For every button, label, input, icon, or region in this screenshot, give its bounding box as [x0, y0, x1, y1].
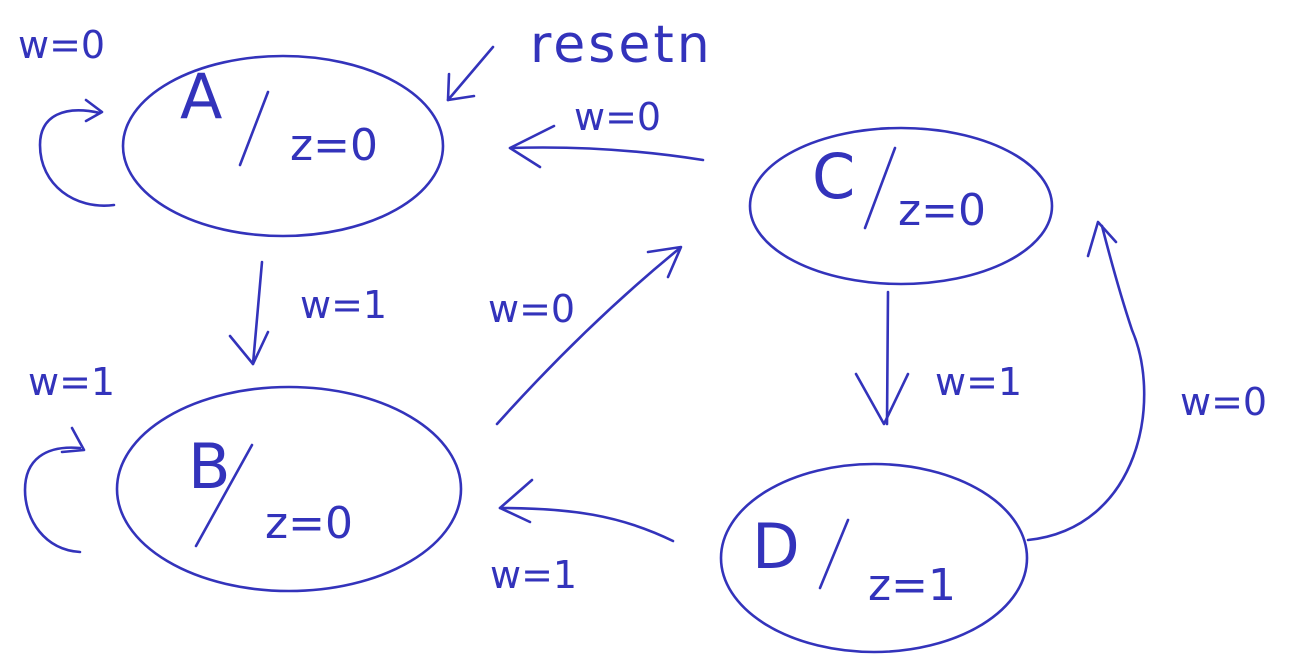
- d-to-b-line: [498, 506, 675, 543]
- state-c: C z=0: [748, 126, 1054, 286]
- c-to-d-head: [854, 372, 910, 426]
- transition-b-self: w=1: [23, 360, 115, 554]
- transition-a-self: w=0: [18, 23, 116, 207]
- transition-b-to-c: w=0: [488, 245, 683, 426]
- state-d: D z=1: [719, 462, 1029, 654]
- state-a-slash: [238, 90, 270, 167]
- state-b: B z=0: [115, 385, 463, 593]
- a-to-b-head: [228, 330, 270, 366]
- state-a-output: z=0: [290, 120, 378, 171]
- state-a-name: A: [180, 60, 222, 133]
- c-to-d-line: [885, 290, 890, 426]
- state-d-name: D: [752, 510, 800, 583]
- d-to-c-head: [1086, 220, 1118, 258]
- b-to-c-line: [495, 246, 682, 426]
- state-b-name: B: [188, 430, 231, 503]
- state-a-circle: [121, 54, 445, 238]
- a-self-label: w=0: [18, 23, 105, 67]
- transition-a-to-b: w=1: [228, 260, 387, 366]
- state-d-slash: [818, 518, 850, 590]
- state-a: A z=0: [121, 54, 445, 238]
- b-self-loop: [23, 446, 82, 554]
- c-to-d-label: w=1: [935, 360, 1022, 404]
- reset-arrow: resetn: [446, 15, 713, 102]
- transition-d-to-b: w=1: [490, 478, 675, 597]
- reset-label: resetn: [530, 15, 713, 75]
- c-to-a-label: w=0: [574, 95, 661, 139]
- d-to-b-head: [498, 478, 534, 524]
- c-to-a-line: [508, 146, 705, 162]
- a-self-loop-head: [84, 98, 104, 123]
- state-c-output: z=0: [898, 185, 986, 236]
- transition-c-to-a: w=0: [508, 95, 705, 169]
- state-d-circle: [719, 462, 1029, 654]
- state-d-output: z=1: [868, 560, 956, 611]
- state-b-circle: [115, 385, 463, 593]
- a-self-loop: [38, 109, 116, 207]
- transition-c-to-d: w=1: [854, 290, 1022, 426]
- d-to-b-label: w=1: [490, 553, 577, 597]
- a-to-b-label: w=1: [300, 283, 387, 327]
- state-b-slash: [194, 443, 254, 548]
- b-self-loop-head: [60, 426, 86, 454]
- a-to-b-line: [251, 260, 264, 366]
- transition-d-to-c: w=0: [1026, 220, 1267, 542]
- c-to-a-head: [508, 124, 556, 169]
- b-self-label: w=1: [28, 360, 115, 404]
- state-c-name: C: [812, 140, 855, 213]
- b-to-c-label: w=0: [488, 287, 575, 331]
- reset-arrow-head: [446, 72, 476, 102]
- d-to-c-label: w=0: [1180, 380, 1267, 424]
- d-to-c-line: [1026, 224, 1146, 542]
- state-b-output: z=0: [265, 498, 353, 549]
- state-c-circle: [748, 126, 1054, 286]
- state-c-slash: [863, 146, 897, 230]
- b-to-c-head: [646, 245, 683, 279]
- reset-arrow-line: [446, 45, 495, 102]
